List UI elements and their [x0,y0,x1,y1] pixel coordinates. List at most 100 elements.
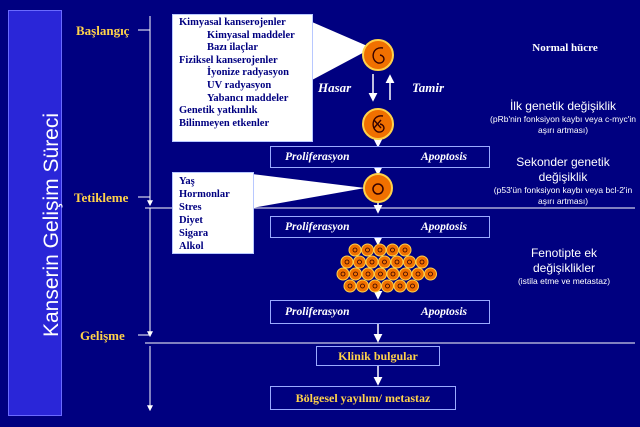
process-strip-1: Proliferasyon Apoptosis [270,146,490,168]
tumor-cell [411,267,425,281]
process-strip-3: Proliferasyon Apoptosis [270,300,490,324]
tumor-cell-nucleus [344,259,350,265]
third-change-title: Fenotipte ek değişiklikler [530,246,598,275]
repair-label: Tamir [412,80,445,95]
tumor-cell-nucleus [382,259,387,265]
tumor-cell [381,279,394,293]
tumor-cell-nucleus [365,247,370,253]
tumor-cell [398,243,412,257]
process-strip-2: Proliferasyon Apoptosis [270,216,490,238]
tumor-cell [343,279,357,293]
tumor-cell-nucleus [415,271,421,277]
carcinogen-item: İyonize radyasyon [207,67,289,79]
promoter-item: Stres [179,202,202,213]
tumor-cell [336,267,350,281]
tumor-cell [386,243,399,257]
tumor-cell-nucleus [390,271,396,277]
tumor-cell [415,255,429,269]
promoted-cell-icon [363,173,393,203]
tumor-cell-nucleus [407,259,412,265]
tumor-cell-nucleus [357,259,362,265]
tumor-cell-nucleus [403,271,408,277]
metastasis-box: Bölgesel yayılım/ metastaz [270,386,456,410]
promoter-callout-pointer [252,174,365,208]
tumor-cell [403,255,416,269]
tumor-cell [353,255,366,269]
tumor-cell-nucleus [385,283,390,289]
tumor-cell-nucleus [377,247,383,253]
tumor-cell [386,267,400,281]
strip-2-right: Apoptosis [421,221,468,233]
carcinogen-item: UV radyasyon [207,79,272,91]
second-change-note: (p53'ün fonksiyon kaybı veya bcl-2'in aş… [493,185,633,206]
carcinogen-callout-pointer [312,22,372,80]
stage-start: Başlangıç [76,23,130,38]
tumor-cell [361,243,374,257]
side-title-bar [8,10,62,416]
promoter-item: Alkol [179,241,204,252]
tumor-cell-nucleus [397,283,403,289]
first-change-note: (pRb'nin fonksiyon kaybı veya c-myc'in a… [490,114,636,135]
carcinogen-item: Bilinmeyen etkenler [179,117,270,129]
strip-2-left: Proliferasyon [285,221,350,233]
tumor-cell-nucleus [365,271,371,277]
tumor-cell [349,267,362,281]
stage-promotion: Tetikleme [74,190,129,205]
tumor-cell [368,279,382,293]
normal-cell-icon [362,39,394,71]
tumor-cell-nucleus [419,259,425,265]
tumor-cell-nucleus [402,247,408,253]
stage-progression: Gelişme [80,328,125,343]
tumor-cell [373,243,387,257]
promoter-item: Diyet [179,215,203,226]
tumor-cell [390,255,404,269]
carcinogen-item: Fiziksel kanserojenler [179,54,278,66]
mutated-cell-icon [362,108,394,140]
tumor-cell [356,279,369,293]
tumor-cell-nucleus [369,259,375,265]
tumor-cell-nucleus [378,271,383,277]
normal-cell-label: Normal hücre [532,42,598,54]
tumor-cell [361,267,375,281]
second-change-title: Sekonder genetik değişiklik [516,155,610,184]
tumor-cell [348,243,362,257]
tumor-cell [399,267,412,281]
damage-label: Hasar [318,80,352,95]
promoter-item: Sigara [179,228,209,239]
clinical-findings-box: Klinik bulgular [316,346,440,366]
carcinogen-item: Kimyasal kanserojenler [179,17,286,28]
tumor-cell-nucleus [390,247,395,253]
strip-1-left: Proliferasyon [285,151,350,163]
carcinogen-item: Bazı ilaçlar [207,42,259,54]
tumor-cell [406,279,419,293]
tumor-cell-nucleus [353,271,358,277]
carcinogen-item: Kimyasal maddeler [207,29,295,41]
tumor-cell [378,255,391,269]
tumor-cell-nucleus [428,271,433,277]
strip-3-right: Apoptosis [421,306,468,318]
tumor-cell [374,267,387,281]
tumor-cell [393,279,407,293]
strip-3-left: Proliferasyon [285,306,350,318]
carcinogen-item: Genetik yatkınlık [179,105,258,117]
first-change-title: İlk genetik değişiklik [509,99,617,113]
tumor-cell-nucleus [347,283,353,289]
tumor-cell-nucleus [340,271,346,277]
strip-1-right: Apoptosis [421,151,468,163]
third-change-note: (istila etme ve metastaz) [517,276,611,286]
tumor-cell-nucleus [410,283,415,289]
tumor-cell [340,255,354,269]
promoter-item: Yaş [179,176,195,187]
tumor-cell [424,267,437,281]
carcinogen-item: Yabancı maddeler [207,92,289,104]
tumor-cell-nucleus [372,283,378,289]
tumor-cell [365,255,379,269]
tumor-cluster-icon [336,243,437,293]
tumor-cell-nucleus [360,283,365,289]
tumor-cell-nucleus [352,247,358,253]
promoter-item: Hormonlar [179,189,230,200]
tumor-cell-nucleus [394,259,400,265]
